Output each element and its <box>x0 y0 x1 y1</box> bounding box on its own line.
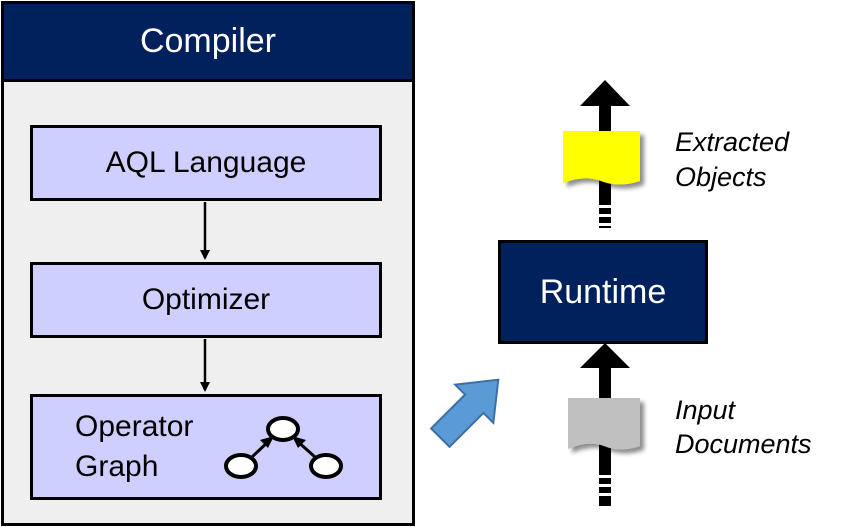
operator-graph-label-line2: Graph <box>75 450 159 483</box>
compiler-to-runtime-arrow <box>429 378 500 449</box>
runtime-box: Runtime <box>498 240 708 344</box>
optimizer-stage: Optimizer <box>30 262 382 338</box>
aql-language-stage: AQL Language <box>30 125 382 201</box>
input-documents-label-line1: Input <box>675 395 736 425</box>
input-document-icon <box>568 398 640 450</box>
operator-graph-stage <box>30 394 382 500</box>
extracted-objects-label-line1: Extracted <box>675 127 790 157</box>
extracted-objects-label-line2: Objects <box>675 162 767 192</box>
extracted-object-icon <box>563 131 640 185</box>
compiler-title: Compiler <box>4 4 412 82</box>
operator-graph-label-line1: Operator <box>75 410 194 443</box>
operator-graph-icon <box>224 416 343 479</box>
input-documents-label-line2: Documents <box>675 429 812 459</box>
